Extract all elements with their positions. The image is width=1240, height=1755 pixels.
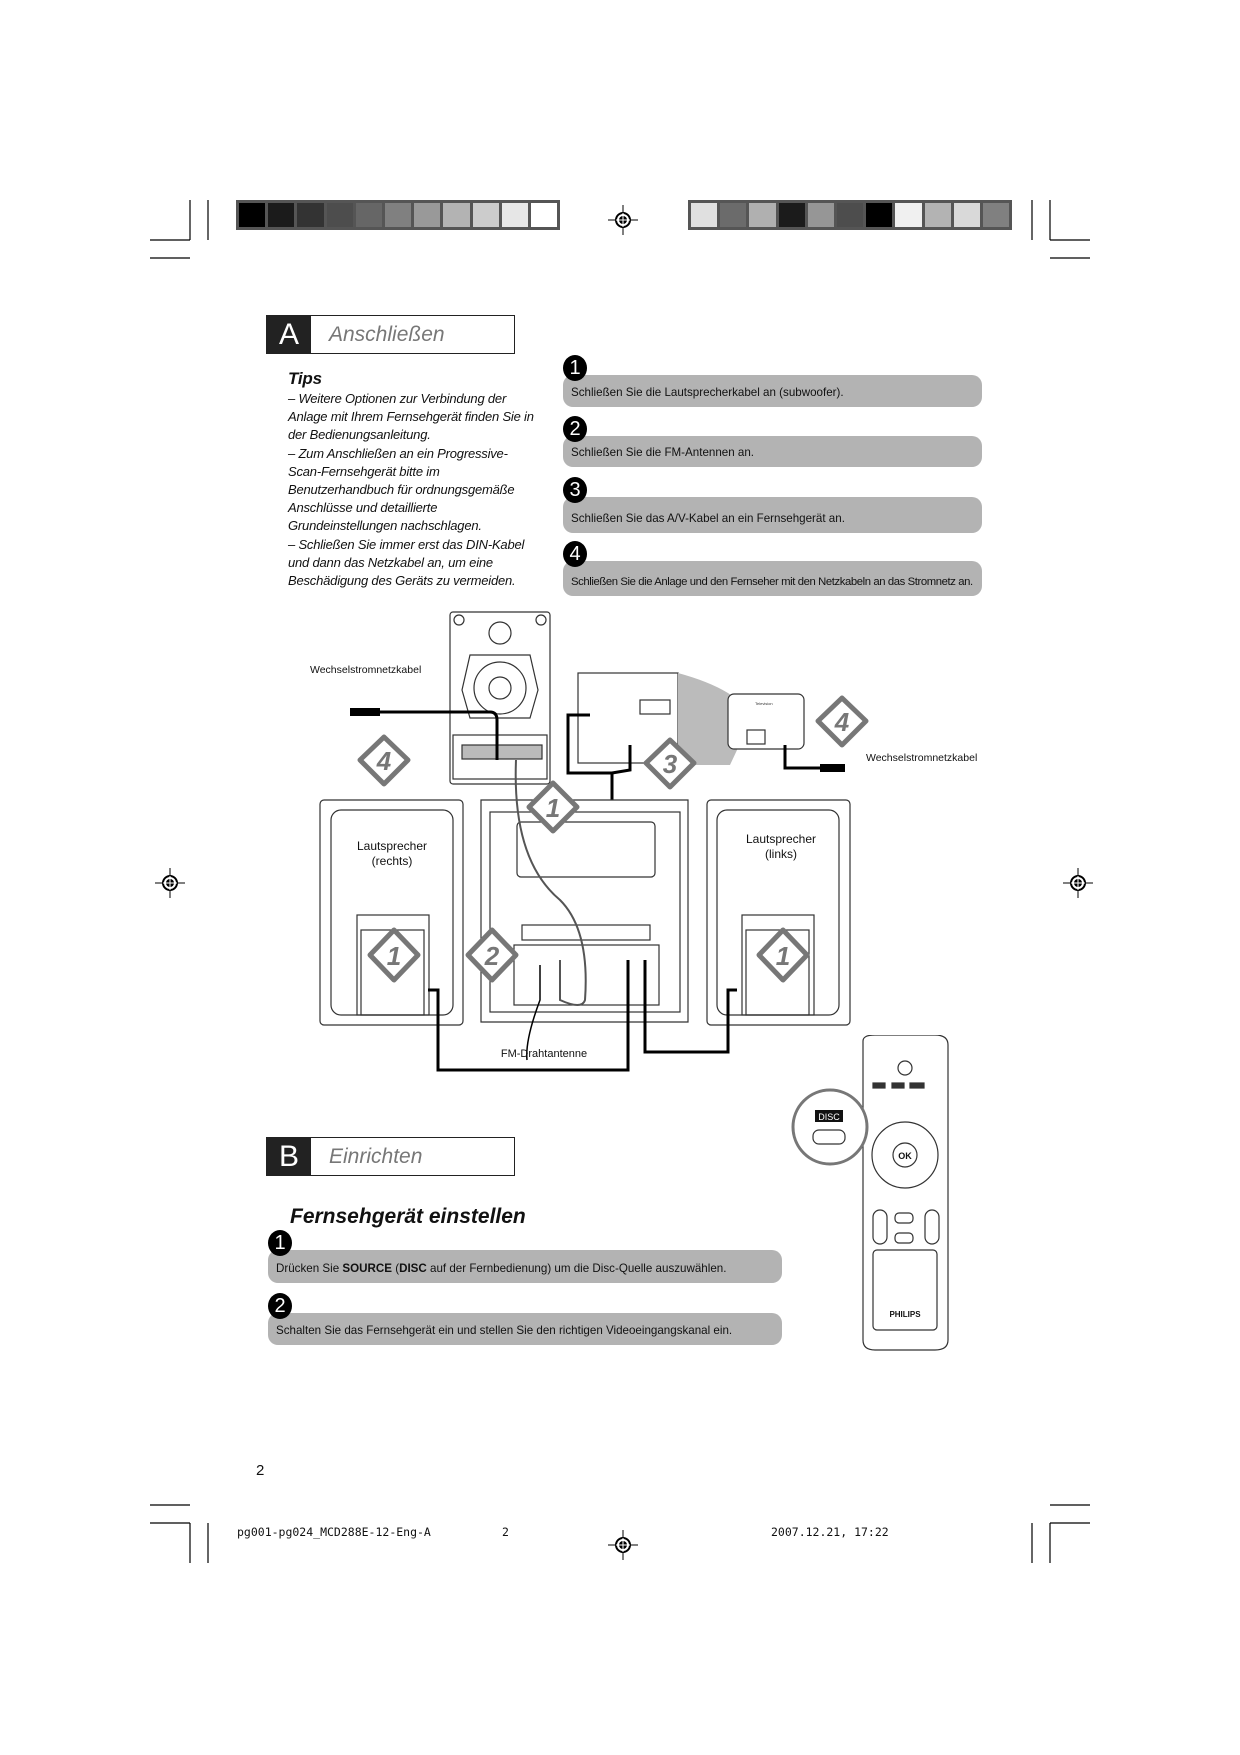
step-b-1: Drücken Sie SOURCE (DISC auf der Fernbed… [268, 1230, 782, 1283]
section-letter: A [267, 316, 311, 353]
color-swatch [443, 203, 470, 227]
color-swatch [778, 203, 805, 227]
subwoofer [449, 611, 551, 785]
marker-label: 1 [387, 941, 401, 971]
step-number: 3 [563, 477, 587, 503]
color-swatch [472, 203, 499, 227]
step-marker-1 [756, 927, 810, 983]
tip-item: – Zum Anschließen an ein Progressive-Sca… [288, 445, 515, 534]
color-swatch [807, 203, 834, 227]
color-swatch [268, 203, 295, 227]
step-text: Schließen Sie die FM-Antennen an. [571, 446, 755, 459]
registration-mark-top [608, 205, 638, 235]
color-swatch [239, 203, 266, 227]
subsection-heading: Fernsehgerät einstellen [290, 1205, 526, 1228]
color-swatch [297, 203, 324, 227]
tips-title: Tips [288, 369, 322, 388]
section-title: Einrichten [329, 1144, 423, 1168]
marker-label: 4 [834, 707, 850, 737]
speaker-left [706, 799, 851, 1026]
step-text: Schließen Sie die Lautsprecherkabel an (… [571, 386, 844, 399]
step-marker-1 [526, 780, 580, 834]
section-b-header: B Einrichten [266, 1137, 515, 1176]
footer-page: 2 [502, 1525, 509, 1539]
ok-label: OK [898, 1151, 912, 1161]
step-number: 2 [563, 416, 587, 442]
disc-button [812, 1129, 846, 1145]
power-icon [897, 1060, 913, 1076]
color-swatch [953, 203, 980, 227]
step-number: 1 [268, 1230, 292, 1256]
color-swatch [384, 203, 412, 227]
step-a-4: Schließen Sie die Anlage und den Fernseh… [563, 541, 982, 596]
speaker-right-sub: (rechts) [372, 854, 413, 868]
tips-block: Tips – Weitere Optionen zur Verbindung d… [288, 368, 538, 590]
color-swatch [501, 203, 528, 227]
step-number: 2 [268, 1293, 292, 1319]
color-swatch [836, 203, 864, 227]
remote-brand: PHILIPS [889, 1310, 921, 1319]
step-marker-2 [465, 927, 519, 983]
step-number: 1 [563, 355, 587, 381]
step-a-3: Schließen Sie das A/V-Kabel an ein Ferns… [563, 477, 982, 533]
speaker-left-sub: (links) [765, 847, 797, 861]
marker-label: 1 [546, 793, 560, 823]
footer-filename: pg001-pg024_MCD288E-12-Eng-A [237, 1525, 431, 1539]
power-cable-label-right: Wechselstromnetzkabel [866, 752, 977, 764]
step-marker-4 [357, 734, 411, 787]
disc-label: DISC [818, 1112, 840, 1122]
ok-button [892, 1142, 918, 1168]
registration-mark-bottom [608, 1530, 638, 1560]
marker-label: 3 [663, 749, 678, 779]
step-a-1: Schließen Sie die Lautsprecherkabel an (… [563, 355, 982, 407]
section-letter: B [267, 1138, 311, 1175]
section-a-header: A Anschließen [266, 315, 515, 354]
step-text: Schließen Sie die Anlage und den Fernseh… [571, 576, 973, 588]
color-swatch [895, 203, 922, 227]
tv-brand: Television [755, 701, 773, 706]
color-swatch [982, 203, 1010, 227]
connection-diagram: Wechselstromnetzkabel Television Wechsel… [310, 611, 977, 1072]
registration-mark-right [1063, 868, 1093, 898]
step-a-2: Schließen Sie die FM-Antennen an. 2 [563, 416, 982, 467]
speaker-right-label: Lautsprecher [357, 839, 427, 853]
color-swatch [326, 203, 353, 227]
marker-label: 2 [484, 941, 500, 971]
step-text: Schließen Sie das A/V-Kabel an ein Ferns… [571, 512, 845, 525]
color-calibration-bar-right [688, 200, 1012, 230]
page-number: 2 [256, 1462, 265, 1479]
remote-control: OK PHILIPS DISC [791, 1035, 949, 1351]
color-swatch [866, 203, 893, 227]
color-swatch [720, 203, 747, 227]
power-cable-label-left: Wechselstromnetzkabel [310, 664, 421, 676]
speaker-right [319, 799, 464, 1026]
step-marker-1 [367, 927, 421, 983]
marker-label: 4 [376, 746, 392, 776]
color-swatch [414, 203, 441, 227]
color-calibration-bar-left [236, 200, 560, 230]
step-text: Schalten Sie das Fernsehgerät ein und st… [276, 1324, 733, 1337]
tip-item: – Weitere Optionen zur Verbindung der An… [288, 391, 534, 443]
color-swatch [749, 203, 776, 227]
step-marker-4 [815, 695, 869, 748]
disc-button-label-bg [815, 1110, 843, 1122]
fm-antenna-label: FM-Drahtantenne [501, 1048, 587, 1060]
color-swatch [924, 203, 951, 227]
step-marker-3 [643, 737, 697, 790]
color-swatch [530, 203, 558, 227]
tip-item: – Schließen Sie immer erst das DIN-Kabel… [288, 536, 525, 589]
marker-label: 1 [776, 941, 790, 971]
speaker-left-label: Lautsprecher [746, 832, 816, 846]
step-b-2: Schalten Sie das Fernsehgerät ein und st… [268, 1293, 782, 1345]
registration-mark-left [155, 868, 185, 898]
step-text: Drücken Sie SOURCE (DISC auf der Fernbed… [276, 1262, 727, 1275]
section-title: Anschließen [329, 322, 445, 346]
color-swatch [691, 203, 718, 227]
step-number: 4 [563, 541, 587, 567]
main-unit [480, 799, 689, 1023]
color-swatch [355, 203, 382, 227]
footer-datetime: 2007.12.21, 17:22 [771, 1525, 889, 1539]
